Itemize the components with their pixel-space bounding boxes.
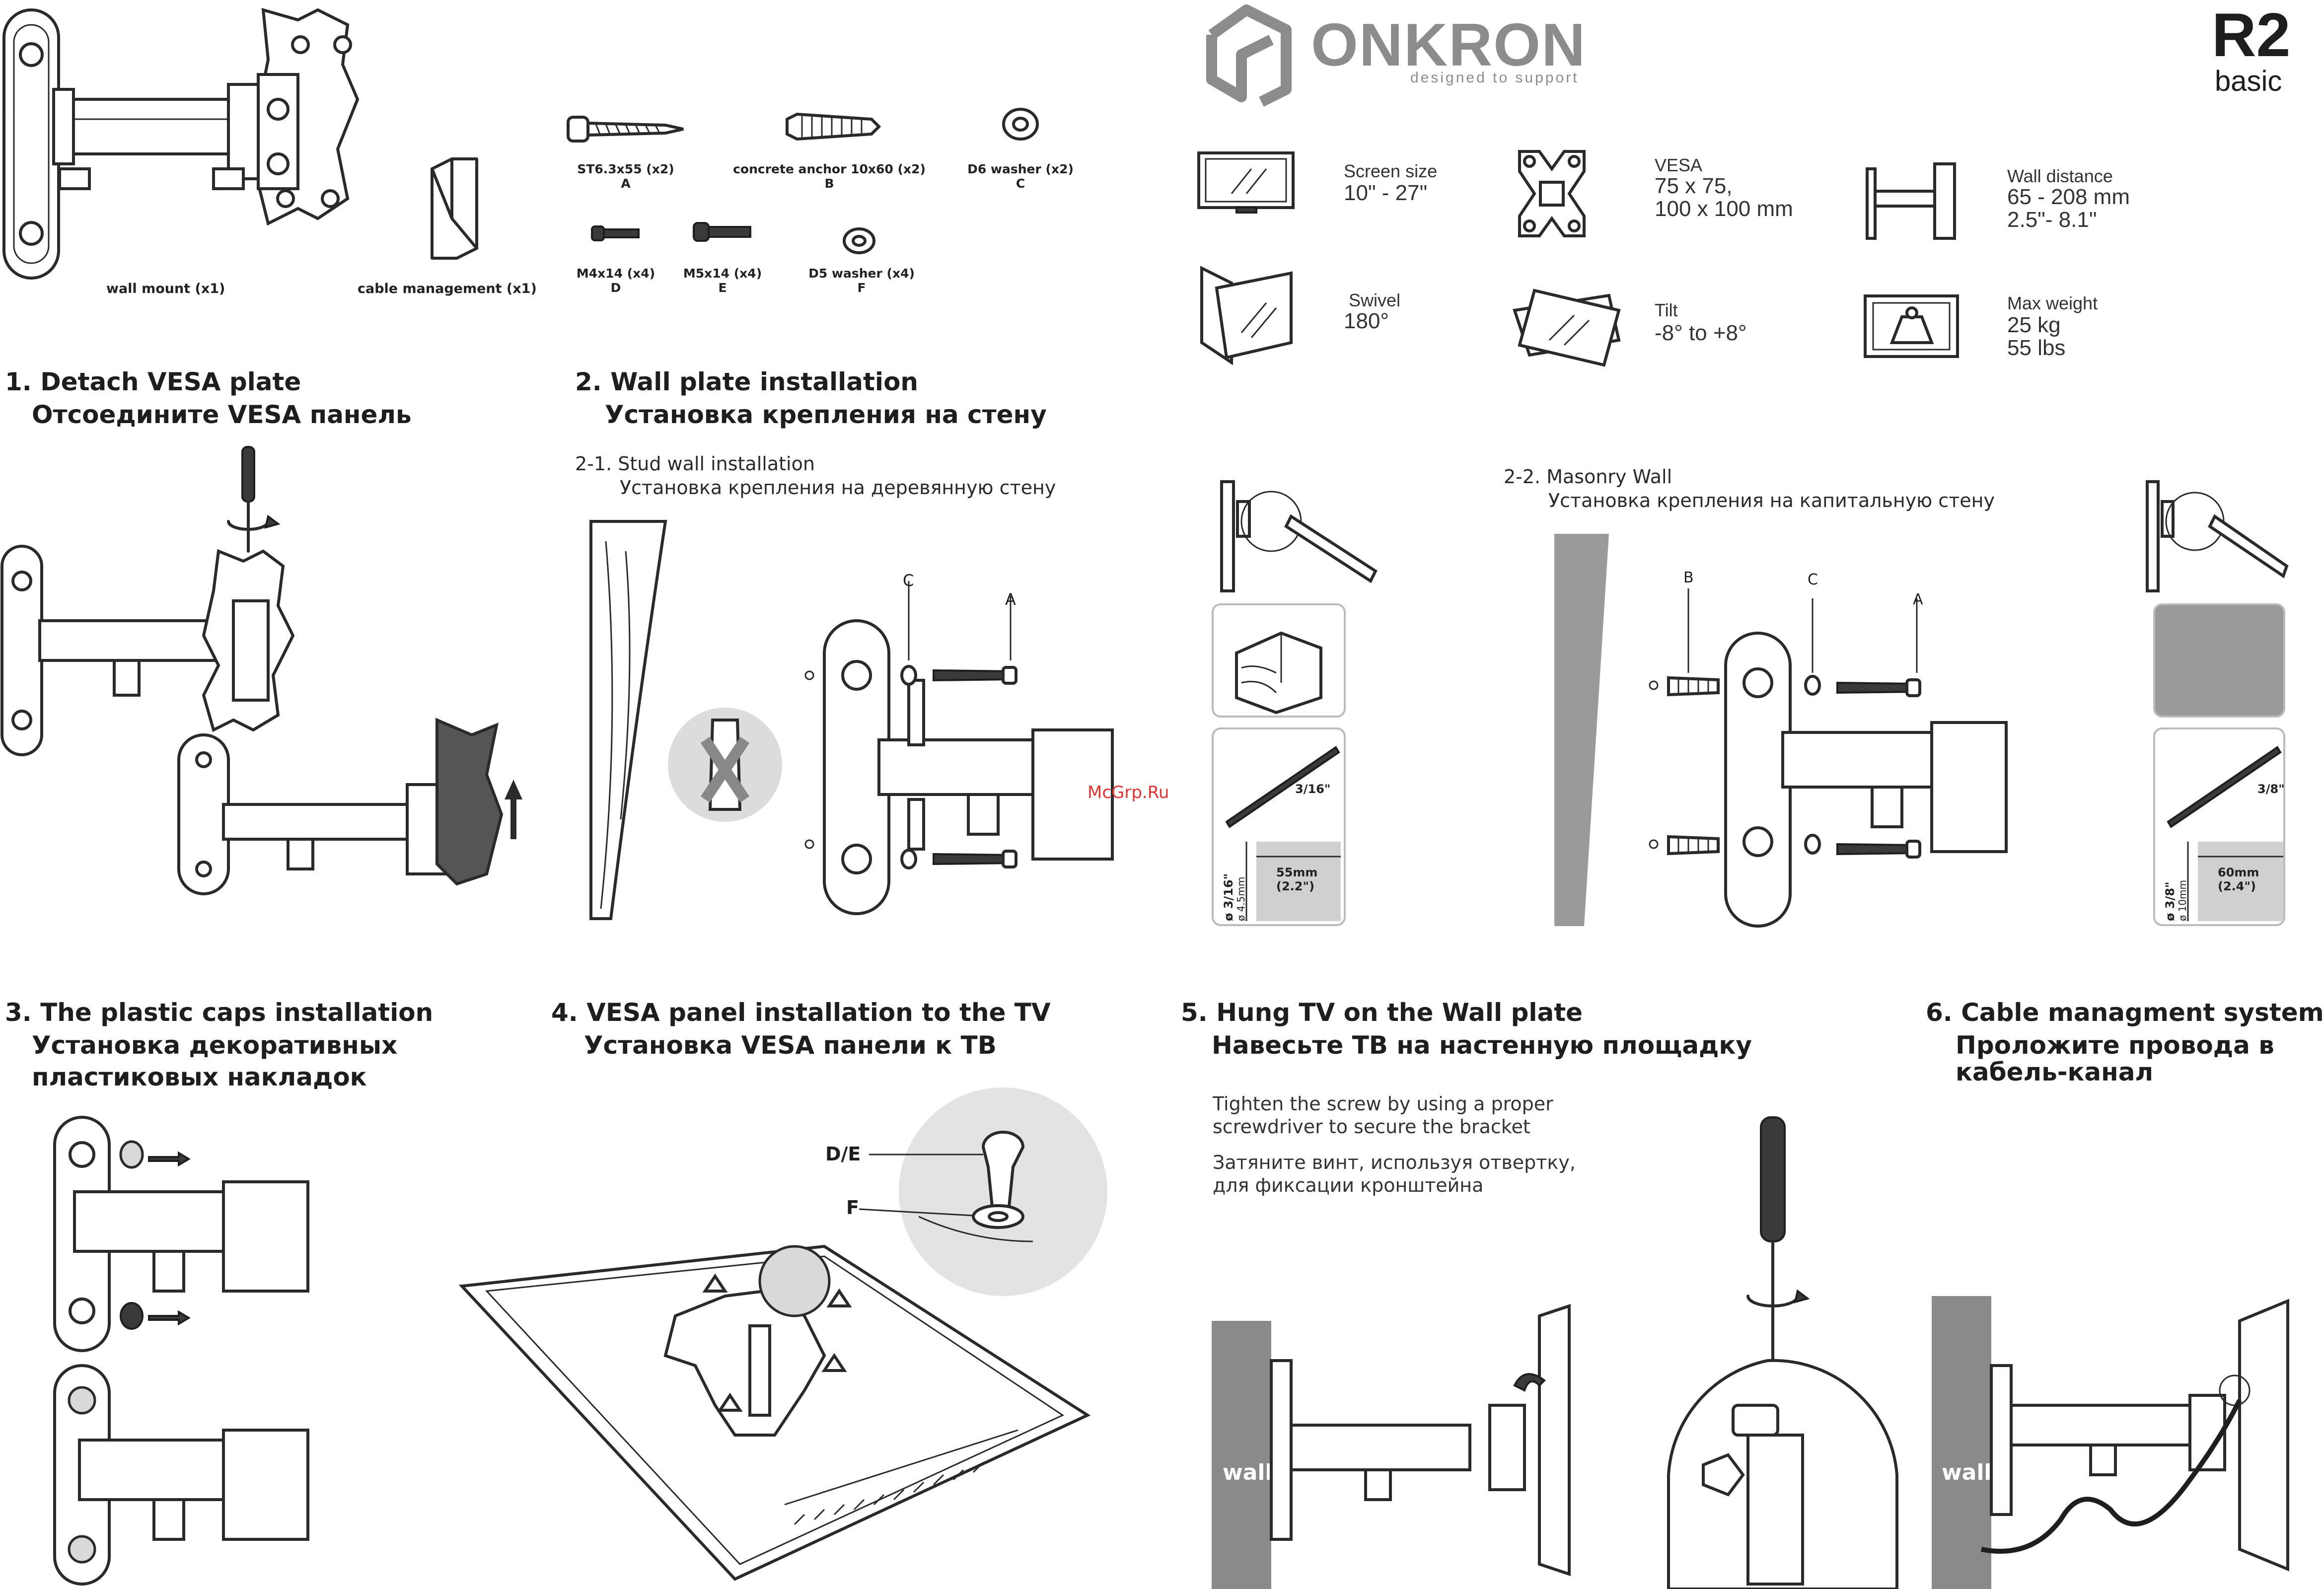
brand-tagline: designed to support: [1410, 70, 1579, 86]
step5-illustration: wall: [1212, 1116, 1898, 1589]
tilt-icon: [1513, 289, 1621, 367]
watermark: McGrp.Ru: [1088, 783, 1169, 802]
step3-illustration: [53, 1116, 309, 1586]
cable-management-label: cable management (x1): [358, 281, 537, 296]
spec-vesa-value2: 100 x 100 mm: [1655, 197, 1793, 221]
masonry-hole-in: ø 3/8": [2163, 881, 2177, 921]
callout-a: A: [1005, 590, 1016, 609]
stud-wall-illustration: [589, 520, 1114, 920]
step6-title-ru2: кабель-канал: [1956, 1058, 2154, 1086]
step6-wall-label: wall: [1942, 1460, 1992, 1485]
step2-sub1-en: 2-1. Stud wall installation: [575, 453, 815, 475]
callout-c: C: [903, 571, 914, 590]
callout-f: F: [846, 1197, 859, 1219]
swivel-icon: [1200, 266, 1293, 365]
screw-a-icon: [567, 116, 684, 143]
step6-illustration: wall: [1932, 1296, 2289, 1589]
masonry-depth-in: (2.4"): [2218, 879, 2256, 893]
masonry-hole-mm: ø 10mm: [2177, 880, 2188, 921]
step5-title-ru: Навесьте ТВ на настенную площадку: [1212, 1031, 1752, 1060]
cable-management-illustration: [431, 157, 478, 260]
stud-drill-size: 3/16": [1295, 782, 1330, 796]
max-weight-icon: [1864, 294, 1959, 358]
spec-swivel-name: Swivel: [1349, 290, 1401, 310]
screw-d-icon: [591, 225, 640, 241]
step6-title-en: 6. Cable managment system: [1926, 998, 2324, 1027]
wall-distance-icon: [1866, 162, 1956, 240]
spec-screen-name: Screen size: [1344, 161, 1438, 181]
spec-screen-value: 10" - 27": [1344, 181, 1428, 205]
spec-swivel-value: 180°: [1344, 309, 1389, 333]
spec-tilt-name: Tilt: [1655, 300, 1678, 320]
wall-mount-label: wall mount (x1): [106, 281, 225, 296]
spec-wall-distance-value2: 2.5"- 8.1": [2007, 208, 2097, 232]
step5-wall-label: wall: [1223, 1460, 1273, 1485]
brand-name: ONKRON: [1311, 11, 1587, 78]
washer-c-icon: [1002, 108, 1039, 141]
spec-wall-distance-name: Wall distance: [2007, 166, 2113, 186]
masonry-drill-size: 3/8": [2257, 782, 2285, 796]
step2-sub1-ru: Установка крепления на деревянную стену: [620, 477, 1056, 499]
stud-drill-detail: 3/16" 55mm (2.2") ø 3/16" ø 4.5mm: [1212, 727, 1346, 926]
washer-c-label: D6 washer (x2)C: [967, 162, 1074, 191]
washer-f-icon: [843, 227, 875, 254]
step1-illustration: [0, 446, 522, 895]
onkron-logo-icon: [1206, 4, 1292, 107]
spec-wall-distance-value1: 65 - 208 mm: [2007, 185, 2130, 209]
wall-mount-illustration: [2, 7, 360, 280]
masonry-drill-detail: 3/8" 60mm (2.4") ø 3/8" ø 10mm: [2153, 727, 2285, 926]
screw-e-label: M5x14 (x4)E: [683, 266, 762, 295]
step2-title-en: 2. Wall plate installation: [575, 367, 919, 396]
masonry-stone-detail: [2153, 603, 2285, 718]
screw-e-icon: [693, 222, 751, 242]
masonry-wall-illustration: [1554, 534, 2008, 928]
step5-note-ru: Затяните винт, используя отвертку, для ф…: [1213, 1152, 1576, 1196]
step2-sub2-en: 2-2. Masonry Wall: [1504, 466, 1672, 488]
stud-hole-in: ø 3/16": [1222, 873, 1235, 921]
masonry-marking-detail: [2146, 480, 2289, 592]
step5-note-en: Tighten the screw by using a proper scre…: [1213, 1093, 1553, 1138]
vesa-icon: [1518, 150, 1586, 237]
callout-c-masonry: C: [1808, 571, 1818, 588]
step2-title-ru: Установка крепления на стену: [605, 400, 1047, 429]
stud-depth-mm: 55mm: [1276, 866, 1317, 879]
callout-a-masonry: A: [1913, 591, 1923, 608]
step4-title-ru: Установка VESA панели к ТВ: [584, 1031, 997, 1060]
washer-f-label: D5 washer (x4)F: [808, 266, 915, 295]
step3-title-en: 3. The plastic caps installation: [5, 998, 434, 1027]
spec-vesa-value1: 75 x 75,: [1655, 174, 1733, 198]
step2-sub2-ru: Установка крепления на капитальную стену: [1548, 490, 1995, 511]
spec-max-weight-value1: 25 kg: [2007, 313, 2061, 337]
screw-a-label: ST6.3x55 (x2)A: [577, 162, 674, 191]
spec-max-weight-name: Max weight: [2007, 293, 2098, 313]
step4-title-en: 4. VESA panel installation to the TV: [551, 998, 1051, 1027]
screw-d-label: M4x14 (x4)D: [576, 266, 655, 295]
spec-max-weight-value2: 55 lbs: [2007, 336, 2066, 360]
masonry-depth-mm: 60mm: [2218, 866, 2259, 879]
callout-de: D/E: [825, 1143, 861, 1165]
stud-depth-in: (2.2"): [1276, 879, 1314, 893]
model-name: R2: [2212, 1, 2291, 70]
step3-title-ru1: Установка декоративных: [32, 1031, 398, 1060]
step1-title-en: 1. Detach VESA plate: [5, 367, 301, 396]
screen-size-icon: [1197, 151, 1295, 214]
anchor-b-icon: [786, 112, 881, 141]
stud-hole-mm: ø 4.5mm: [1235, 877, 1247, 921]
step3-title-ru2: пластиковых накладок: [32, 1063, 367, 1091]
step4-illustration: [458, 1087, 1107, 1581]
stud-wood-detail: [1212, 603, 1346, 718]
step1-title-ru: Отсоедините VESA панель: [32, 400, 412, 429]
step6-title-ru1: Проложите провода в: [1956, 1031, 2274, 1060]
step5-title-en: 5. Hung TV on the Wall plate: [1181, 998, 1583, 1027]
stud-marking-detail: [1220, 480, 1378, 592]
model-variant: basic: [2215, 65, 2282, 97]
spec-vesa-name: VESA: [1655, 155, 1703, 175]
spec-tilt-value: -8° to +8°: [1655, 321, 1747, 345]
anchor-b-label: concrete anchor 10x60 (x2)B: [733, 162, 926, 191]
callout-b-masonry: B: [1683, 569, 1694, 586]
